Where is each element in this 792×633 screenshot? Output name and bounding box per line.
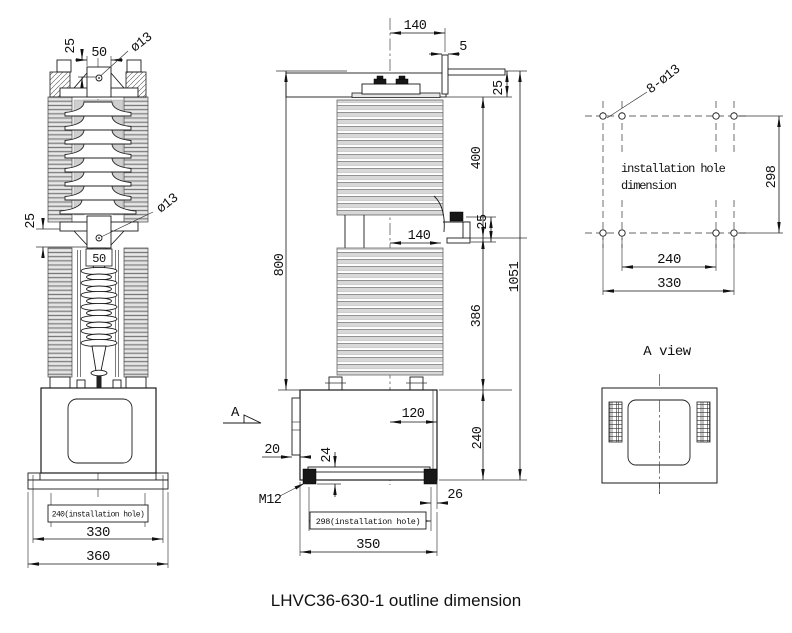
dim-side-box-height: 240 <box>471 426 486 449</box>
front-mid-terminal <box>86 215 112 249</box>
side-upper-ribs <box>336 99 444 216</box>
mounting-holes <box>599 112 738 237</box>
a-view-terminal-strip-left <box>608 401 623 443</box>
a-view-terminal-strip-right <box>696 401 711 443</box>
side-bolt-left <box>302 468 317 485</box>
dim-front-flange: 330 <box>86 525 110 541</box>
side-view: 140 5 25 400 800 1051 140 25 386 120 240 <box>223 18 527 556</box>
dim-side-upper: 400 <box>470 146 485 169</box>
dim-install-outer: 330 <box>657 276 681 292</box>
dim-front-base: 360 <box>86 549 110 565</box>
a-view: A view <box>601 344 718 497</box>
installation-hole-view: 8-ø13 installation hole dimension 298 24… <box>585 62 783 295</box>
install-note-line1: installation hole <box>621 162 726 176</box>
front-base-window <box>67 398 133 464</box>
dim-install-height: 298 <box>765 165 780 188</box>
dim-front-mid-hole: ø13 <box>154 191 182 217</box>
label-holes: 8-ø13 <box>644 62 683 97</box>
dim-side-mid-drop: 25 <box>476 214 491 230</box>
front-view: 25 50 ø13 25 ø13 50 240(installation hol… <box>24 30 182 568</box>
dim-front-mid-offset: 25 <box>24 213 39 229</box>
dim-side-top-width: 140 <box>404 19 427 34</box>
side-base-box <box>299 389 438 481</box>
dim-front-install: 240(installation hole) <box>52 511 144 520</box>
side-top-terminal <box>361 83 421 95</box>
dim-side-total-height: 1051 <box>508 261 523 292</box>
dim-side-box-offset: 120 <box>402 407 425 422</box>
front-arrester-discs <box>80 266 118 348</box>
dim-side-bracket-thk: 5 <box>459 40 467 55</box>
a-view-title: A view <box>643 344 692 360</box>
front-left-column-lower <box>47 247 73 378</box>
dim-install-inner: 240 <box>657 252 681 268</box>
dim-front-mid-width: 50 <box>92 252 106 266</box>
dim-side-mid-width: 140 <box>408 229 431 244</box>
front-right-column-lower <box>123 247 149 378</box>
side-left-panel <box>291 397 301 456</box>
front-top-terminal <box>86 66 112 98</box>
side-mid-bracket <box>443 211 471 244</box>
dim-side-bolt-height: 24 <box>320 447 335 463</box>
dim-side-panel: 20 <box>264 443 280 458</box>
a-view-window <box>627 399 691 466</box>
side-lower-ribs <box>336 247 444 376</box>
side-top-bracket <box>441 54 449 95</box>
dim-side-left-height: 800 <box>273 253 288 276</box>
dim-front-top-hole: ø13 <box>128 30 156 56</box>
dim-side-install: 298(installation hole) <box>316 517 421 527</box>
side-bottom-plate <box>307 466 431 473</box>
dim-side-box-width: 350 <box>356 537 380 553</box>
view-direction-arrow: A <box>223 405 262 424</box>
label-bolt-m12: M12 <box>259 493 282 508</box>
view-arrow-label: A <box>231 405 240 421</box>
install-note-line2: dimension <box>621 179 677 193</box>
dim-side-lower: 386 <box>470 304 485 327</box>
dim-front-top-width: 50 <box>91 46 107 61</box>
front-base-flange <box>27 479 169 490</box>
dim-side-bracket-drop: 25 <box>492 80 507 96</box>
dim-side-edge: 26 <box>447 488 463 503</box>
side-bolt-right <box>423 468 438 485</box>
dim-front-top-offset: 25 <box>64 38 79 54</box>
caption: LHVC36-630-1 outline dimension <box>271 591 521 610</box>
